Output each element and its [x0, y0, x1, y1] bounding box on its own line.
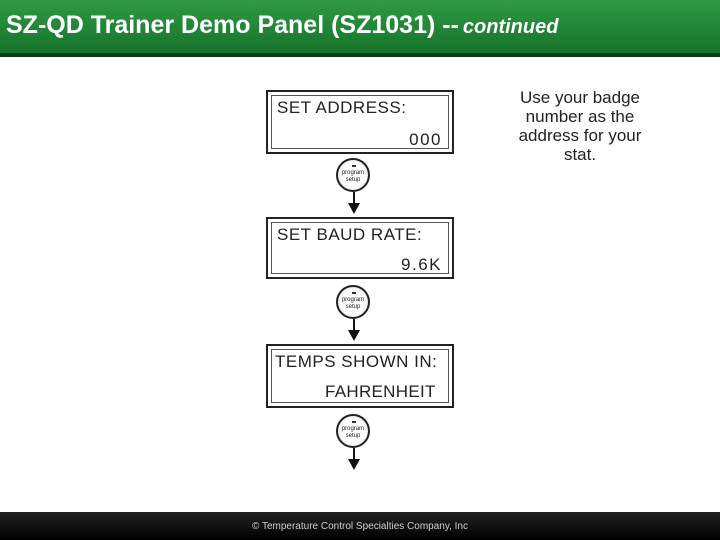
button-indicator-icon	[352, 292, 356, 294]
flow-arrow	[353, 192, 355, 204]
lcd-value: FAHRENHEIT	[325, 382, 436, 401]
footer-bar: © Temperature Control Specialties Compan…	[0, 512, 720, 540]
lcd-set-baud-rate: SET BAUD RATE: 9.6K	[266, 217, 454, 279]
lcd-set-address: SET ADDRESS: 000	[266, 90, 454, 154]
title-text: SZ-QD Trainer Demo Panel (SZ1031) --	[6, 11, 459, 39]
lcd-label: TEMPS SHOWN IN:	[275, 352, 438, 371]
address-note: Use your badge number as the address for…	[518, 88, 642, 164]
button-indicator-icon	[352, 421, 356, 423]
flow-arrow	[353, 319, 355, 331]
flow-arrow	[353, 448, 355, 460]
button-indicator-icon	[352, 165, 356, 167]
lcd-value: 000	[409, 130, 442, 149]
arrow-head-icon	[348, 459, 360, 470]
arrow-head-icon	[348, 330, 360, 341]
copyright-text: © Temperature Control Specialties Compan…	[252, 521, 468, 532]
lcd-value: 9.6K	[401, 255, 442, 274]
page-title: SZ-QD Trainer Demo Panel (SZ1031) --cont…	[6, 11, 558, 40]
title-bar: SZ-QD Trainer Demo Panel (SZ1031) --cont…	[0, 0, 720, 57]
lcd-label: SET BAUD RATE:	[277, 225, 423, 244]
lcd-label: SET ADDRESS:	[277, 98, 407, 117]
lcd-temps-shown-in: TEMPS SHOWN IN: FAHRENHEIT	[266, 344, 454, 408]
title-continued: continued	[462, 16, 559, 38]
arrow-head-icon	[348, 203, 360, 214]
